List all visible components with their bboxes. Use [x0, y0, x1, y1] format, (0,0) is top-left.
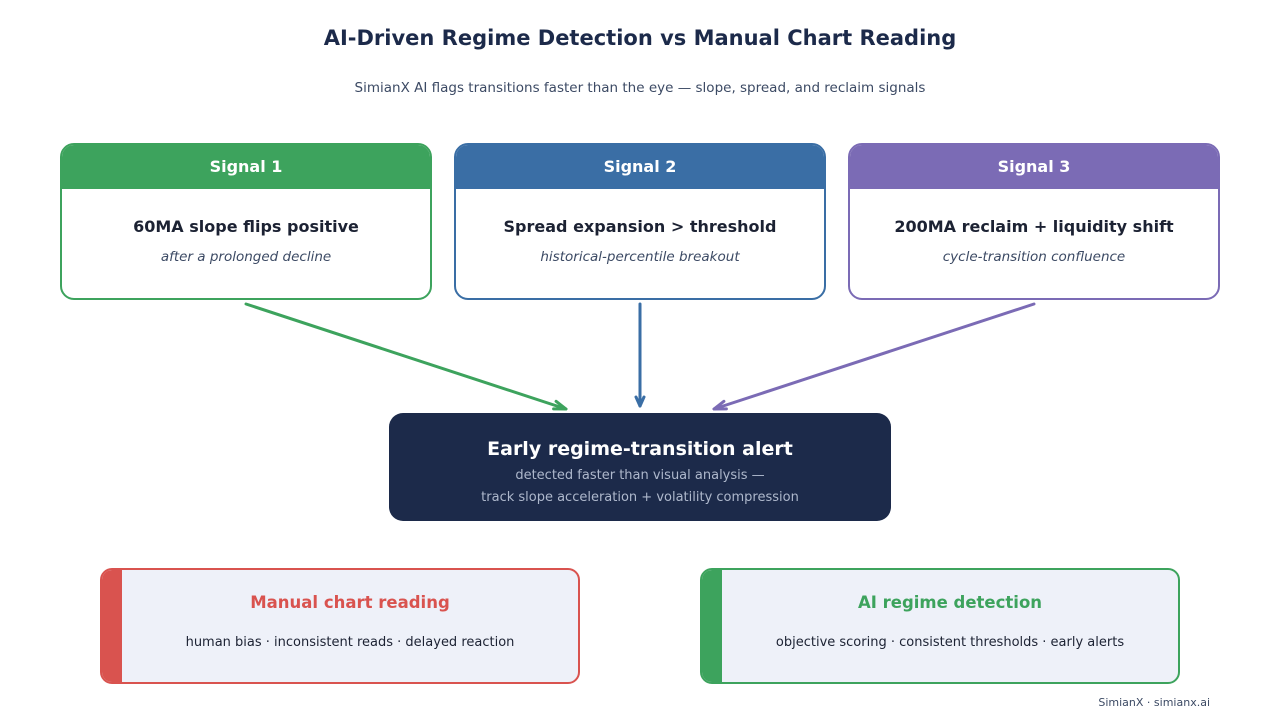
page-title: AI-Driven Regime Detection vs Manual Cha… — [323, 26, 957, 50]
manual-reading-accent-bar — [102, 570, 122, 682]
ai-detection-title: AI regime detection — [857, 593, 1043, 612]
alert-description-line-1: detected faster than visual analysis — — [515, 468, 765, 483]
manual-reading-card: Manual chart reading human bias · incons… — [100, 568, 580, 684]
alert-description-line-2: track slope acceleration + volatility co… — [481, 490, 799, 505]
signal-card-3-subtitle: cycle-transition confluence — [942, 249, 1126, 265]
manual-reading-traits: human bias · inconsistent reads · delaye… — [185, 635, 515, 650]
page-subtitle: SimianX AI flags transitions faster than… — [354, 80, 926, 96]
signal-card-1-header: Signal 1 — [62, 145, 430, 189]
signal-card-2: Signal 2 Spread expansion > threshold hi… — [454, 143, 826, 300]
regime-alert-box: Early regime-transition alert detected f… — [389, 413, 891, 521]
arrow-signal-1-to-alert — [244, 302, 568, 411]
signal-card-3-title: 200MA reclaim + liquidity shift — [894, 217, 1174, 236]
signal-card-1-title: 60MA slope flips positive — [133, 217, 359, 236]
signal-card-2-subtitle: historical-percentile breakout — [540, 249, 740, 265]
signal-card-3: Signal 3 200MA reclaim + liquidity shift… — [848, 143, 1220, 300]
signal-card-3-header: Signal 3 — [850, 145, 1218, 189]
alert-title: Early regime-transition alert — [487, 438, 793, 460]
signal-card-1: Signal 1 60MA slope flips positive after… — [60, 143, 432, 300]
footer-credit: SimianX · simianx.ai — [1098, 696, 1210, 709]
ai-detection-accent-bar — [702, 570, 722, 682]
ai-detection-traits: objective scoring · consistent threshold… — [775, 635, 1125, 650]
manual-reading-title: Manual chart reading — [250, 593, 450, 612]
ai-detection-card: AI regime detection objective scoring · … — [700, 568, 1180, 684]
arrow-signal-3-to-alert — [712, 302, 1036, 411]
arrow-signal-2-to-alert — [634, 302, 646, 408]
signal-card-1-subtitle: after a prolonged decline — [160, 249, 332, 265]
signal-card-2-title: Spread expansion > threshold — [503, 217, 777, 236]
signal-card-2-header: Signal 2 — [456, 145, 824, 189]
